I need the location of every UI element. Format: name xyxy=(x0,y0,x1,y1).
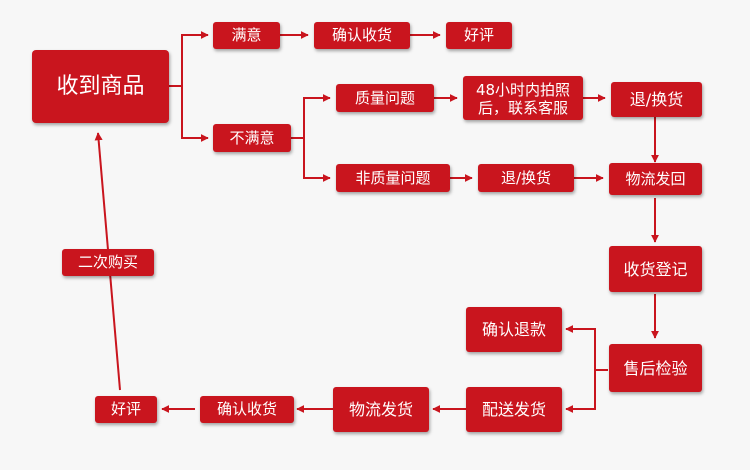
arrow-unsatisfied-to-nonquality xyxy=(303,138,331,182)
node-receive-register: 收货登记 xyxy=(609,246,702,292)
arrow-check-to-ship xyxy=(565,370,596,413)
node-logistics-ship: 物流发货 xyxy=(333,387,429,432)
node-ship-out: 配送发货 xyxy=(466,387,562,432)
node-return-exchange-top: 退/换货 xyxy=(611,82,702,117)
node-satisfied: 满意 xyxy=(213,22,280,49)
node-logistics-return: 物流发回 xyxy=(609,163,702,195)
node-good-review-top: 好评 xyxy=(446,22,512,49)
node-confirm-receipt-bottom: 确认收货 xyxy=(200,396,294,423)
node-non-quality-issue: 非质量问题 xyxy=(336,164,450,192)
arrow-received-to-unsatisfied xyxy=(181,86,209,142)
node-good-review-bottom: 好评 xyxy=(95,396,157,423)
node-after-sales-check: 售后检验 xyxy=(609,344,702,392)
arrow-check-to-refund xyxy=(565,325,608,371)
arrow-unsatisfied-to-quality xyxy=(291,94,331,139)
node-repurchase: 二次购买 xyxy=(62,249,154,276)
node-return-exchange-mid: 退/换货 xyxy=(478,164,574,192)
node-photo-contact-service: 48小时内拍照 后，联系客服 xyxy=(463,76,583,120)
node-unsatisfied: 不满意 xyxy=(213,124,291,152)
node-confirm-refund: 确认退款 xyxy=(466,307,562,352)
node-confirm-receipt-top: 确认收货 xyxy=(314,22,410,49)
node-received: 收到商品 xyxy=(32,50,169,123)
node-quality-issue: 质量问题 xyxy=(336,84,434,112)
arrow-received-to-satisfied xyxy=(169,31,209,87)
